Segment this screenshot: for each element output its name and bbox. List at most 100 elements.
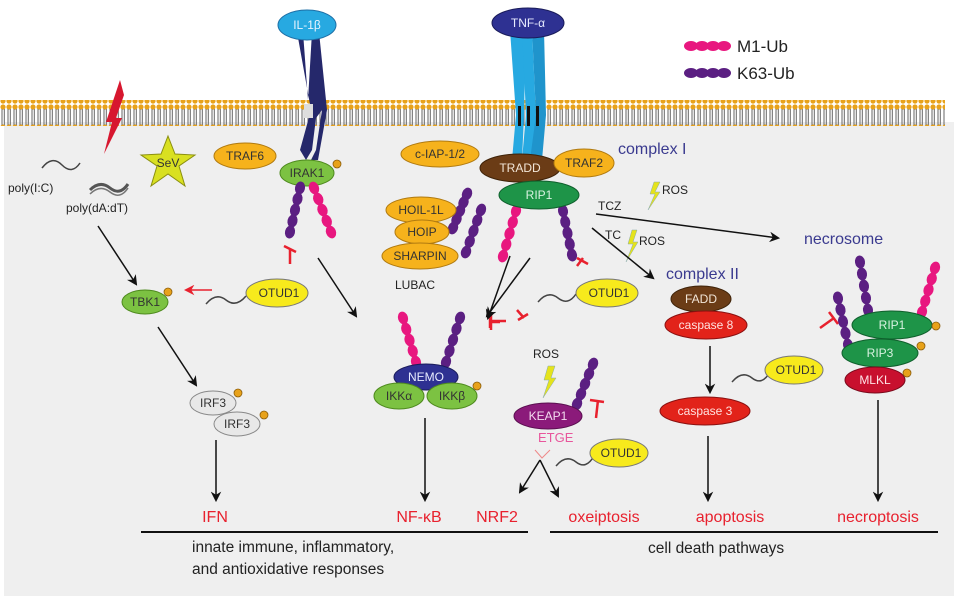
ros-label-2: ROS — [639, 234, 665, 248]
rip1-k63-chain — [557, 204, 578, 262]
ubiquitin-bead — [920, 294, 931, 308]
celldeath-group-label: cell death pathways — [648, 540, 784, 557]
inhibit-keap1 — [589, 398, 605, 419]
ubiquitin-bead — [468, 224, 479, 238]
tnfa-label: TNF-α — [511, 16, 545, 30]
legend-k63-ub-label: K63-Ub — [737, 64, 795, 83]
ubiquitin-bead — [284, 225, 296, 239]
irak1-label: IRAK1 — [290, 166, 325, 180]
nemo-k63-chain — [440, 311, 466, 369]
irak1-phospho-icon — [332, 159, 342, 169]
sharpin-node — [381, 242, 459, 270]
ros-label-1: ROS — [662, 183, 688, 197]
tbk1-phospho-icon — [163, 287, 173, 297]
ubiquitin-bead — [444, 344, 455, 358]
ubiquitin-bead — [840, 326, 851, 340]
mlkl-label: MLKL — [859, 373, 891, 387]
necrosome-label: necrosome — [804, 231, 883, 248]
svg-text:OTUD1: OTUD1 — [776, 363, 817, 377]
legend-m1-ub-label: M1-Ub — [737, 37, 788, 56]
ciap-node — [400, 140, 480, 168]
complex-i-label: complex I — [618, 141, 686, 158]
caspase3-node — [659, 396, 751, 426]
traf6-node — [213, 142, 277, 170]
traf6-label: TRAF6 — [226, 149, 264, 163]
keap1-to-nrf2-arrow — [518, 459, 541, 494]
ubiquitin-bead — [587, 357, 599, 371]
keap1-node — [513, 402, 583, 430]
ikkb-node — [426, 382, 478, 410]
outcome-nrf2: NRF2 — [476, 509, 518, 526]
irf3-label-2: IRF3 — [224, 417, 250, 431]
polydAdT-dna-strand-icon — [89, 187, 129, 196]
outcome-necroptosis: necroptosis — [837, 509, 919, 526]
lubac-k63-chain-2 — [460, 203, 487, 259]
lubac-k63-chain-1 — [447, 187, 473, 235]
hoil1l-label: HOIL-1L — [398, 203, 444, 217]
tradd-label: TRADD — [499, 161, 541, 175]
caspase3-label: caspase 3 — [678, 404, 733, 418]
rip1-necrosome-label: RIP1 — [879, 318, 906, 332]
tcz-label: TCZ — [598, 199, 621, 213]
outcome-oxeiptosis: oxeiptosis — [568, 509, 639, 526]
ubiquitin-bead — [321, 214, 332, 228]
keap1-to-oxeiptosis-arrow — [539, 459, 559, 498]
nemo-node — [393, 363, 459, 391]
traf2-node — [553, 148, 615, 178]
ubiquitin-bead — [837, 315, 849, 328]
sev-virus-star-icon — [139, 134, 197, 188]
polydAdT-label: poly(dA:dT) — [66, 201, 128, 215]
nemo-label: NEMO — [408, 370, 444, 384]
ubiquitin-bead — [472, 214, 483, 227]
irf3-node-2 — [213, 411, 261, 437]
irf3-phospho-icon-1 — [233, 388, 243, 398]
irf3-phospho-icon-2 — [259, 410, 269, 420]
ros-bolt-icon-3 — [542, 365, 557, 399]
ubiquitin-bead — [397, 311, 409, 325]
ikkb-label: IKKβ — [439, 389, 465, 403]
etge-nrf2-link — [534, 449, 551, 459]
outcome-nfkb: NF-κB — [396, 509, 441, 526]
ubiquitin-bead — [835, 303, 846, 317]
otud1-necrosome: OTUD1 — [731, 355, 824, 385]
ubiquitin-bead — [571, 397, 583, 411]
irak1-k63-chain — [284, 181, 306, 239]
ubiquitin-bead — [454, 311, 466, 325]
ikkb-phospho-icon — [472, 381, 482, 391]
svg-text:OTUD1: OTUD1 — [259, 286, 300, 300]
ubiquitin-bead — [440, 355, 452, 369]
etge-label: ETGE — [538, 430, 574, 445]
ubiquitin-bead — [564, 237, 575, 251]
sharpin-label: SHARPIN — [393, 249, 446, 263]
ubiquitin-bead — [566, 248, 578, 262]
ubiquitin-bead — [579, 377, 591, 391]
complex-ii-label: complex II — [666, 266, 739, 283]
ubiquitin-bead — [407, 344, 418, 358]
ubiquitin-bead — [504, 227, 515, 240]
polydAdT-dna-icon — [88, 183, 130, 193]
rip1-necrosome-phospho-icon — [931, 321, 941, 331]
ubiquitin-bead — [292, 192, 303, 206]
ubiquitin-bead — [562, 226, 573, 240]
lightning-bolt-icon — [104, 80, 124, 154]
irak1-m1-chain — [308, 181, 337, 239]
polyIC-label: poly(I:C) — [8, 181, 53, 195]
caspase8-label: caspase 8 — [679, 318, 734, 332]
ubiquitin-bead — [289, 203, 301, 217]
otud1-keap1: OTUD1 — [555, 438, 649, 468]
lubac-label-text: LUBAC — [395, 278, 435, 292]
rip1-label: RIP1 — [526, 188, 553, 202]
inhibit-rip1-k63 — [576, 256, 589, 267]
polydAdT-to-tbk1-arrow — [97, 225, 138, 286]
ubiquitin-bead — [317, 203, 328, 217]
ubiquitin-bead — [854, 255, 866, 269]
il1b-label: IL-1β — [293, 18, 321, 32]
traf2-label: TRAF2 — [565, 156, 603, 170]
svg-text:OTUD1: OTUD1 — [601, 446, 642, 460]
inhibit-nemo-path — [516, 309, 529, 322]
plasma-membrane — [0, 100, 945, 126]
legend: M1-Ub K63-Ub — [684, 37, 795, 83]
ubiquitin-bead — [858, 279, 870, 293]
rip3-label: RIP3 — [867, 346, 894, 360]
ikka-node — [373, 382, 425, 410]
